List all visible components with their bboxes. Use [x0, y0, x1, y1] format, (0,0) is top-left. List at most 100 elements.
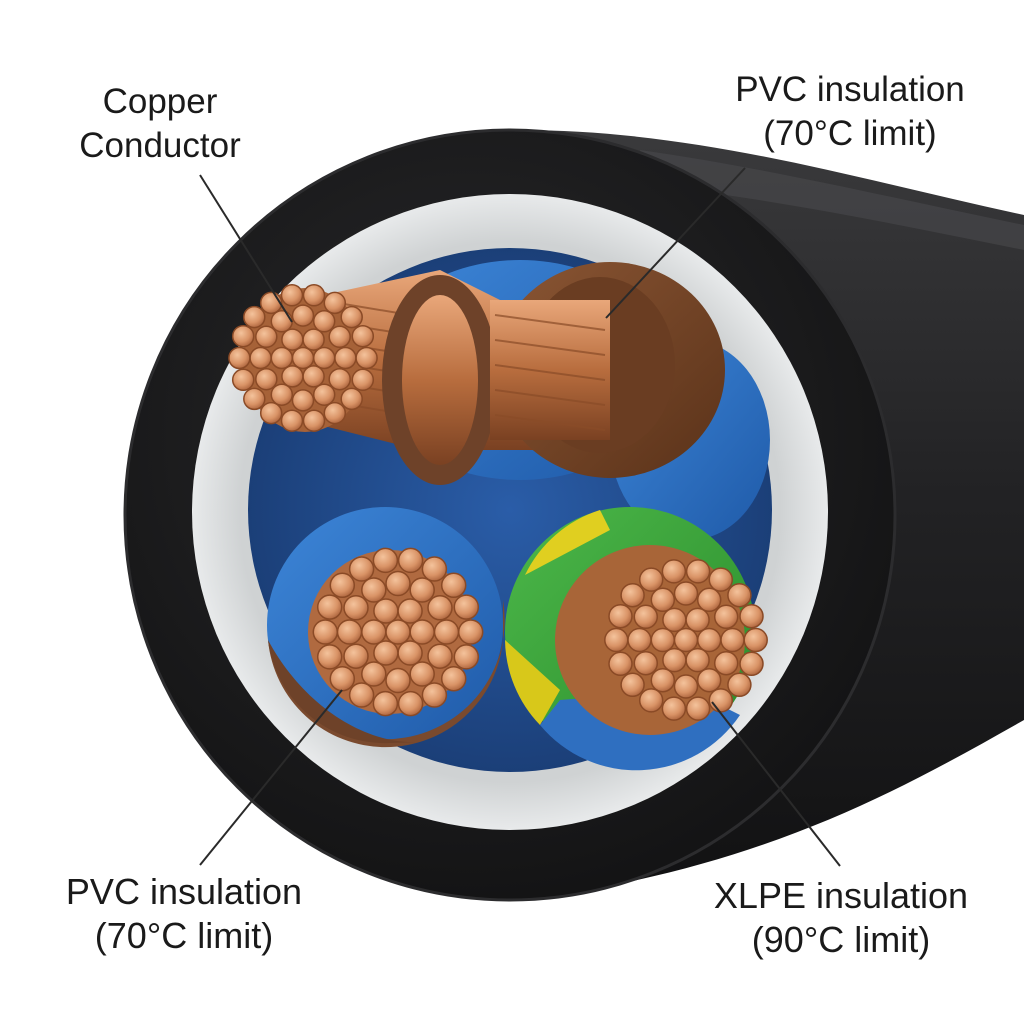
copper-strand	[329, 665, 356, 692]
copper-strand	[409, 577, 435, 603]
copper-strand	[312, 619, 339, 645]
copper-strand	[312, 310, 336, 333]
copper-strand	[385, 667, 411, 694]
label-pvc-insulation-top: PVC insulation (70°C limit)	[700, 68, 1000, 156]
copper-strand	[312, 383, 336, 406]
copper-strand	[351, 368, 375, 392]
leader-lines	[199, 167, 841, 867]
copper-strand	[727, 672, 752, 698]
copper-strand	[291, 304, 315, 327]
copper-strand	[453, 594, 480, 620]
copper-strand	[708, 567, 734, 592]
copper-strand	[427, 643, 453, 669]
copper-strand	[427, 595, 453, 621]
copper-strand	[270, 310, 294, 333]
copper-strand	[638, 688, 664, 713]
copper-strand	[457, 619, 484, 645]
copper-strand	[713, 650, 739, 676]
copper-strand	[685, 607, 710, 633]
leader-pvc-bottom	[199, 689, 343, 866]
copper-strand	[661, 559, 687, 584]
copper-strand	[243, 387, 266, 411]
copper-strand	[348, 556, 375, 582]
copper-strand	[385, 570, 411, 597]
copper-strand	[633, 650, 659, 676]
copper-strand	[312, 346, 336, 370]
copper-strand	[329, 572, 356, 599]
copper-strand	[604, 627, 629, 653]
copper-strand	[334, 346, 357, 370]
copper-strand	[259, 401, 283, 425]
label-pvc-insulation-bottom: PVC insulation (70°C limit)	[34, 870, 334, 958]
copper-strand	[397, 547, 424, 574]
copper-strand	[708, 688, 734, 713]
copper-strand	[739, 651, 764, 677]
copper-strand	[633, 604, 659, 630]
copper-strand	[433, 619, 460, 645]
leader-copper	[199, 174, 293, 323]
copper-strand	[696, 587, 722, 613]
copper-strand	[650, 587, 676, 613]
leader-pvc-top	[605, 167, 746, 319]
copper-strand	[281, 328, 304, 351]
label-pvc-bottom-line2: (70°C limit)	[94, 915, 274, 956]
copper-strand	[316, 594, 343, 620]
label-pvc-bottom-line1: PVC insulation	[65, 871, 303, 912]
copper-strand	[440, 665, 467, 692]
copper-strand	[620, 582, 645, 608]
copper-strand	[302, 328, 325, 351]
label-xlpe-line1: XLPE insulation	[713, 875, 969, 916]
copper-strand	[627, 627, 652, 653]
cable-jacket-highlight	[640, 150, 1024, 250]
copper-strand	[662, 607, 687, 633]
copper-strand	[348, 682, 375, 708]
copper-strand	[302, 365, 325, 388]
copper-strand	[281, 365, 304, 388]
copper-strand	[323, 401, 347, 425]
copper-strand	[608, 603, 633, 629]
copper-strand	[270, 346, 294, 370]
copper-strand	[685, 647, 710, 673]
copper-strand	[385, 619, 411, 645]
copper-strand	[453, 644, 480, 670]
copper-strand	[259, 291, 283, 315]
copper-strand	[255, 367, 278, 391]
copper-strand	[340, 305, 363, 329]
copper-strand	[328, 367, 351, 391]
copper-strand	[249, 346, 272, 370]
copper-strand	[355, 346, 378, 370]
copper-strand	[231, 324, 255, 348]
copper-strand	[373, 598, 399, 624]
copper-strand	[397, 640, 423, 666]
copper-strand	[440, 572, 467, 599]
copper-strand	[361, 661, 387, 687]
copper-strand	[316, 644, 343, 670]
copper-strand	[673, 674, 699, 699]
copper-strand	[727, 582, 752, 608]
copper-strand	[280, 409, 304, 432]
copper-strand	[673, 581, 699, 606]
copper-strand	[696, 667, 722, 693]
copper-strand	[336, 619, 363, 645]
copper-strand	[243, 305, 266, 329]
copper-strand	[638, 567, 664, 592]
copper-strand	[409, 661, 435, 687]
copper-strand	[343, 643, 369, 669]
copper-strand	[328, 325, 351, 349]
copper-strand	[340, 387, 363, 411]
label-pvc-top-line2: (70°C limit)	[763, 114, 937, 153]
core-bottom-right	[505, 507, 768, 771]
copper-strand	[713, 604, 739, 630]
copper-strand	[685, 559, 711, 584]
copper-strand	[409, 619, 435, 645]
outer-sheath-rim	[123, 128, 897, 902]
copper-strand	[323, 291, 347, 315]
copper-strand	[650, 667, 676, 693]
copper-strand	[291, 389, 315, 412]
copper-strand	[608, 651, 633, 677]
copper-strand	[421, 556, 448, 582]
copper-strand	[361, 577, 387, 603]
label-xlpe-insulation: XLPE insulation (90°C limit)	[686, 874, 996, 962]
copper-strand	[343, 595, 369, 621]
